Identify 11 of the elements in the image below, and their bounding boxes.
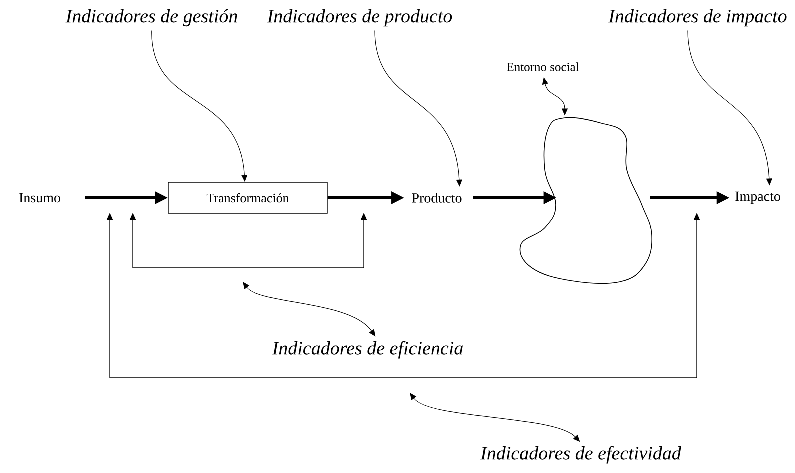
indicator-label: Indicadores de eficiencia	[272, 341, 463, 359]
cloud-shape	[520, 117, 653, 284]
process-box: Transformación	[168, 182, 328, 214]
stage-label: Impacto	[736, 192, 780, 204]
stage-label: Insumo	[20, 193, 60, 203]
indicator-label: Indicadores de gestión	[66, 9, 238, 27]
indicator-label: Indicadores de producto	[267, 9, 452, 27]
indicator-label: Indicadores de efectividad	[480, 446, 682, 464]
stage-label: Producto	[412, 193, 462, 203]
text-label: Entorno social	[507, 62, 580, 72]
indicator-label: Indicadores de impacto	[608, 9, 787, 27]
